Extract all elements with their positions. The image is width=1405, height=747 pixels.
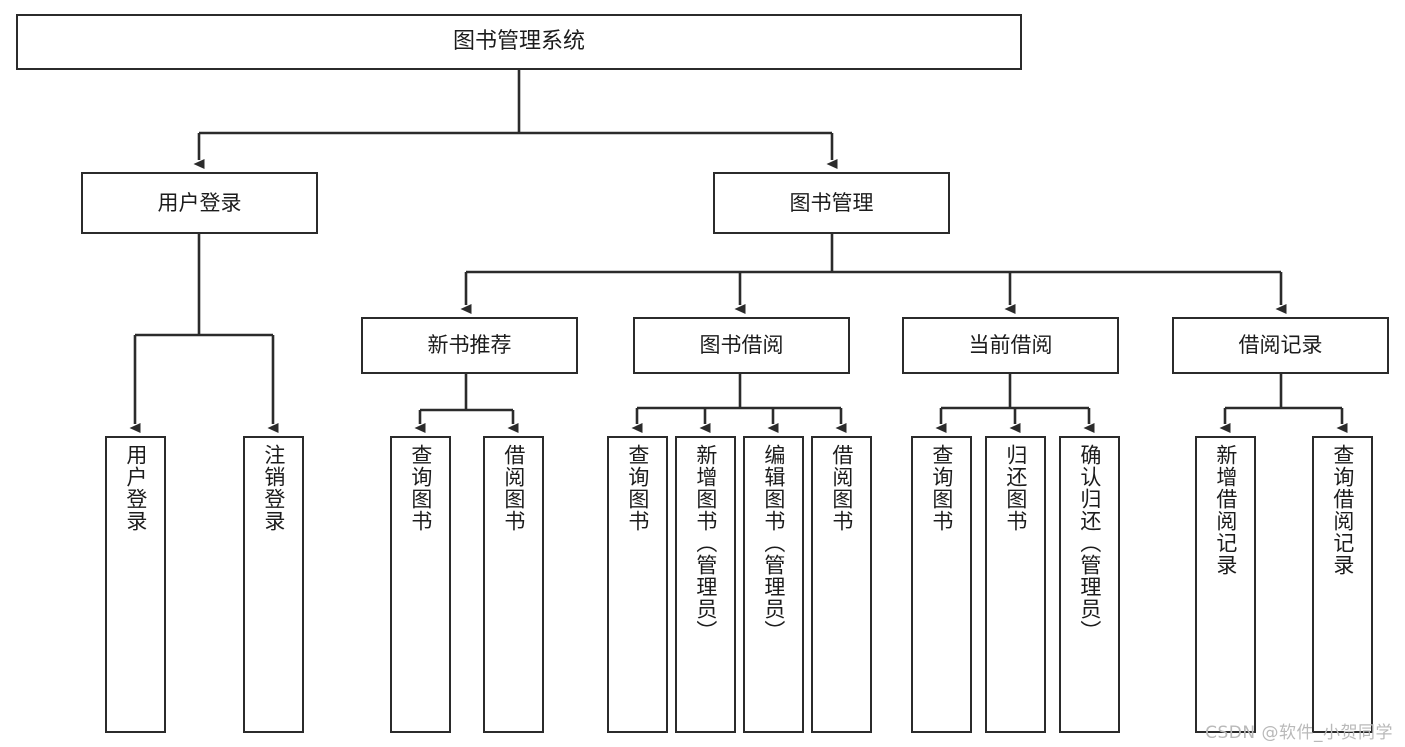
node-label: 当前借阅 xyxy=(968,333,1053,358)
node-label: 用户登录 xyxy=(157,190,242,215)
node-user-login[interactable]: 用户登录 xyxy=(81,172,318,234)
node-label: 图书管理系统 xyxy=(452,29,585,55)
node-book-management[interactable]: 图书管理 xyxy=(713,172,950,234)
node-label: 查询图书 xyxy=(408,444,433,532)
node-label: 新增借阅记录 xyxy=(1213,444,1238,576)
node-label: 查询借阅记录 xyxy=(1330,444,1355,576)
node-borrow-record[interactable]: 借阅记录 xyxy=(1172,317,1389,374)
leaf-borrow-edit-book-admin[interactable]: 编辑图书（管理员） xyxy=(743,436,804,733)
node-root-book-management-system[interactable]: 图书管理系统 xyxy=(16,14,1022,70)
leaf-borrow-add-book-admin[interactable]: 新增图书（管理员） xyxy=(675,436,736,733)
node-label: 注销登录 xyxy=(261,444,286,532)
leaf-current-query-book[interactable]: 查询图书 xyxy=(911,436,972,733)
leaf-user-login-logout[interactable]: 注销登录 xyxy=(243,436,304,733)
leaf-record-add-record[interactable]: 新增借阅记录 xyxy=(1195,436,1256,733)
node-current-borrow[interactable]: 当前借阅 xyxy=(902,317,1119,374)
node-label: 新增图书（管理员） xyxy=(693,444,718,642)
node-book-borrow[interactable]: 图书借阅 xyxy=(633,317,850,374)
node-label: 借阅记录 xyxy=(1238,333,1323,358)
node-label: 新书推荐 xyxy=(427,333,512,358)
node-label: 查询图书 xyxy=(929,444,954,532)
leaf-record-query-record[interactable]: 查询借阅记录 xyxy=(1312,436,1373,733)
leaf-current-return-book[interactable]: 归还图书 xyxy=(985,436,1046,733)
node-new-book-recommend[interactable]: 新书推荐 xyxy=(361,317,578,374)
leaf-borrow-query-book[interactable]: 查询图书 xyxy=(607,436,668,733)
leaf-borrow-borrow-book[interactable]: 借阅图书 xyxy=(811,436,872,733)
leaf-user-login-login[interactable]: 用户登录 xyxy=(105,436,166,733)
leaf-current-confirm-return-admin[interactable]: 确认归还（管理员） xyxy=(1059,436,1120,733)
node-label: 图书借阅 xyxy=(699,333,784,358)
node-label: 归还图书 xyxy=(1003,444,1028,532)
node-label: 图书管理 xyxy=(789,190,874,215)
node-label: 借阅图书 xyxy=(501,444,526,532)
csdn-watermark: CSDN @软件_小贺同学 xyxy=(1205,723,1393,743)
node-label: 确认归还（管理员） xyxy=(1077,444,1102,642)
node-label: 查询图书 xyxy=(625,444,650,532)
node-label: 编辑图书（管理员） xyxy=(761,444,786,642)
node-label: 用户登录 xyxy=(123,444,148,532)
leaf-recommend-query-book[interactable]: 查询图书 xyxy=(390,436,451,733)
node-label: 借阅图书 xyxy=(829,444,854,532)
leaf-recommend-borrow-book[interactable]: 借阅图书 xyxy=(483,436,544,733)
